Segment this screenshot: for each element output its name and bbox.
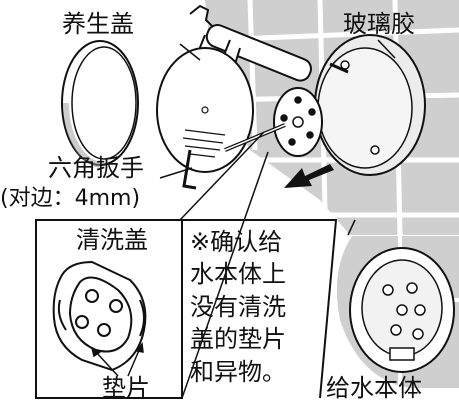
protective-cover xyxy=(156,47,254,173)
note-text: ※确认给 水本体上 没有清洗 盖的垫片 和异物。 xyxy=(190,226,286,388)
note-line: 水本体上 xyxy=(190,260,286,289)
label-gasket: 垫片 xyxy=(102,374,150,402)
water-body-opening xyxy=(314,34,426,176)
zoom-lines xyxy=(179,131,356,399)
hex-wrench-icon xyxy=(182,123,286,190)
label-hex-wrench-size: (对边：4mm) xyxy=(0,186,141,211)
label-glass-glue: 玻璃胶 xyxy=(343,10,415,38)
note-line: 盖的垫片 xyxy=(190,325,286,354)
note-line: 和异物。 xyxy=(190,357,286,386)
leader-lines xyxy=(159,39,396,179)
label-water-body: 给水本体 xyxy=(326,374,422,402)
arrow-icon xyxy=(284,164,334,188)
note-box xyxy=(182,219,338,399)
gasket-pointers xyxy=(90,342,144,377)
note-line: ※确认给 xyxy=(190,228,283,256)
note-line: 没有清洗 xyxy=(190,292,286,321)
ring xyxy=(61,40,139,168)
cleaning-cover-part xyxy=(273,87,323,157)
label-protective-cover: 养生盖 xyxy=(62,10,134,38)
cleaning-cover-detail xyxy=(52,260,147,372)
label-hex-wrench: 六角扳手 xyxy=(48,154,144,182)
label-cleaning-cover: 清洗盖 xyxy=(76,226,148,254)
water-body-detail xyxy=(336,236,459,388)
